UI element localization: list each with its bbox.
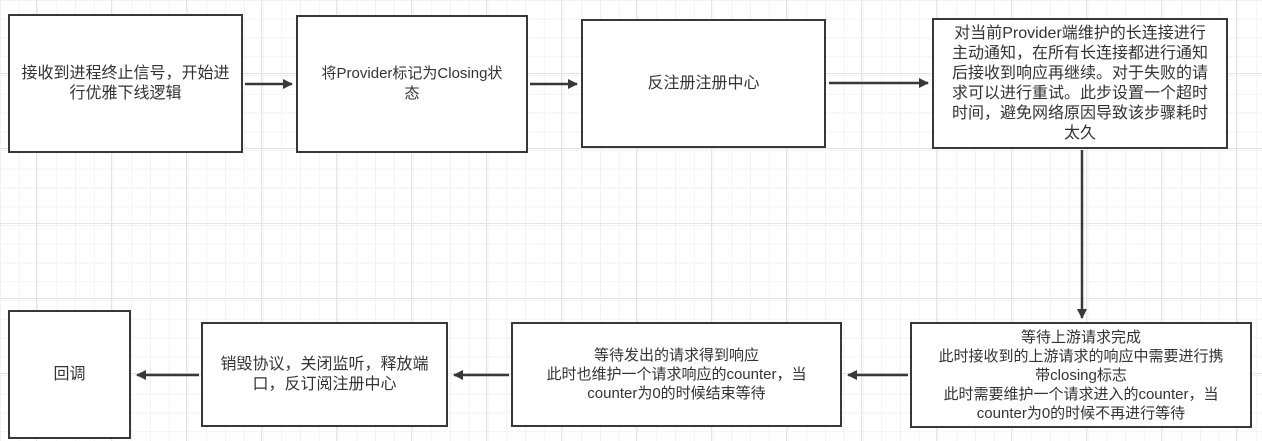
flow-node-destroy-protocol-release-port[interactable]: 销毁协议，关闭监听，释放端 口，反订阅注册中心 [201, 322, 448, 427]
flow-node-deregister-registry[interactable]: 反注册注册中心 [581, 19, 826, 148]
flow-node-label: 等待上游请求完成 此时接收到的上游请求的响应中需要进行携 带closing标志 … [938, 328, 1224, 422]
flow-node-notify-long-connections[interactable]: 对当前Provider端维护的长连接进行 主动通知，在所有长连接都进行通知 后接… [932, 18, 1228, 149]
flow-node-callback[interactable]: 回调 [8, 310, 131, 439]
flow-node-label: 回调 [53, 366, 86, 383]
flow-node-label: 对当前Provider端维护的长连接进行 主动通知，在所有长连接都进行通知 后接… [951, 24, 1208, 142]
flow-node-wait-outgoing-responses[interactable]: 等待发出的请求得到响应 此时也维护一个请求响应的counter，当 counte… [511, 322, 842, 427]
flow-node-label: 等待发出的请求得到响应 此时也维护一个请求响应的counter，当 counte… [546, 347, 807, 402]
flow-node-label: 销毁协议，关闭监听，释放端 口，反订阅注册中心 [220, 355, 429, 393]
flow-node-label: 反注册注册中心 [647, 74, 760, 92]
flow-node-receive-terminate-signal[interactable]: 接收到进程终止信号，开始进 行优雅下线逻辑 [8, 14, 243, 153]
flow-node-label: 接收到进程终止信号，开始进 行优雅下线逻辑 [21, 64, 230, 102]
flow-node-wait-upstream-requests[interactable]: 等待上游请求完成 此时接收到的上游请求的响应中需要进行携 带closing标志 … [910, 322, 1252, 428]
flow-node-label: 将Provider标记为Closing状 态 [321, 65, 503, 102]
flow-node-mark-provider-closing[interactable]: 将Provider标记为Closing状 态 [296, 15, 528, 153]
